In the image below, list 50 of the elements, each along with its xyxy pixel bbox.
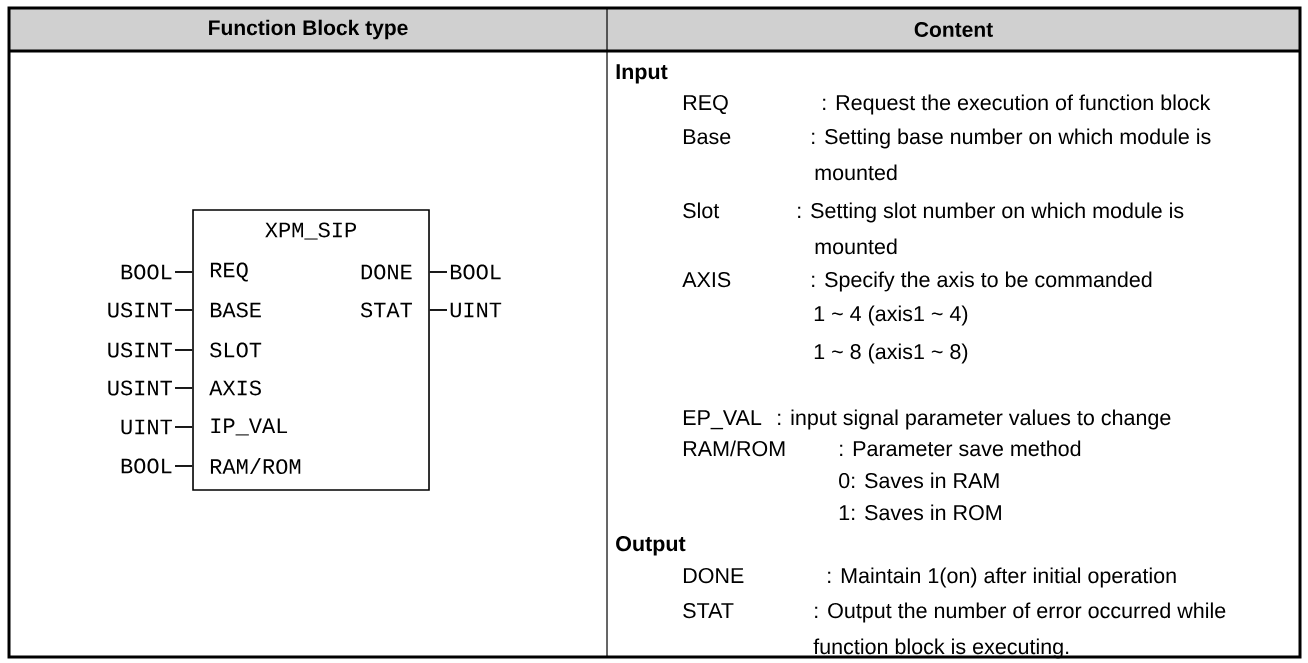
data-type-label: UINT (450, 302, 502, 318)
pin-label: STAT (360, 302, 412, 318)
pin-line (174, 465, 194, 467)
header-cell: Content (607, 8, 1300, 51)
section-heading: Input (616, 64, 668, 84)
section-heading: Output (616, 536, 686, 556)
pin-line (428, 271, 448, 273)
parameter-description: 1 ~ 4 (axis1 ~ 4) (814, 305, 968, 326)
pin-line (174, 387, 194, 389)
parameter-name: EP_VAL (683, 410, 762, 430)
pin-label: RAM/ROM (210, 457, 301, 475)
parameter-name: STAT (683, 603, 734, 619)
data-type-label: UINT (121, 419, 172, 435)
parameter-description: : Output the number of error occurred while function block is executing. (813, 602, 1226, 659)
data-type-label: USINT (108, 342, 172, 358)
pin-label: REQ (210, 262, 248, 282)
data-type-label: BOOL (450, 264, 501, 280)
pin-label: DONE (361, 264, 412, 280)
pin-label: BASE (210, 302, 261, 318)
parameter-description: 0: Saves in RAM (839, 472, 999, 489)
pin-label: SLOT (210, 342, 262, 358)
pin-line (174, 349, 194, 351)
parameter-description: 1: Saves in ROM (839, 504, 1001, 521)
data-type-label: BOOL (121, 458, 172, 474)
parameter-description: : Maintain 1(on) after initial operation (828, 567, 1176, 588)
pin-line (174, 271, 194, 273)
parameter-description: : input signal parameter values to change (778, 409, 1171, 430)
data-type-label: USINT (108, 302, 172, 318)
pin-label: AXIS (209, 380, 261, 396)
pin-label: IP_VAL (211, 418, 288, 436)
parameter-name: DONE (683, 568, 744, 584)
function-block (192, 209, 430, 491)
parameter-name: REQ (683, 95, 728, 115)
parameter-name: Base (683, 129, 731, 145)
parameter-name: RAM/ROM (683, 440, 785, 457)
pin-line (174, 309, 194, 311)
parameter-description: : Setting base number on which module is mounted (812, 128, 1211, 181)
parameter-description: 1 ~ 8 (axis1 ~ 8) (814, 343, 968, 364)
parameter-description: : Request the execution of function block (823, 94, 1211, 115)
parameter-description: : Specify the axis to be commanded (812, 271, 1152, 292)
header-cell: Function Block type (9, 8, 607, 51)
data-type-label: USINT (108, 380, 172, 396)
parameter-name: AXIS (682, 272, 731, 288)
block-name: XPM_SIP (265, 222, 357, 240)
parameter-description: : Setting slot number on which module is mounted (798, 202, 1184, 255)
pin-line (174, 426, 194, 428)
parameter-description: : Parameter save method (840, 440, 1081, 457)
data-type-label: BOOL (121, 264, 172, 280)
parameter-name: Slot (683, 202, 720, 219)
pin-line (428, 309, 448, 311)
